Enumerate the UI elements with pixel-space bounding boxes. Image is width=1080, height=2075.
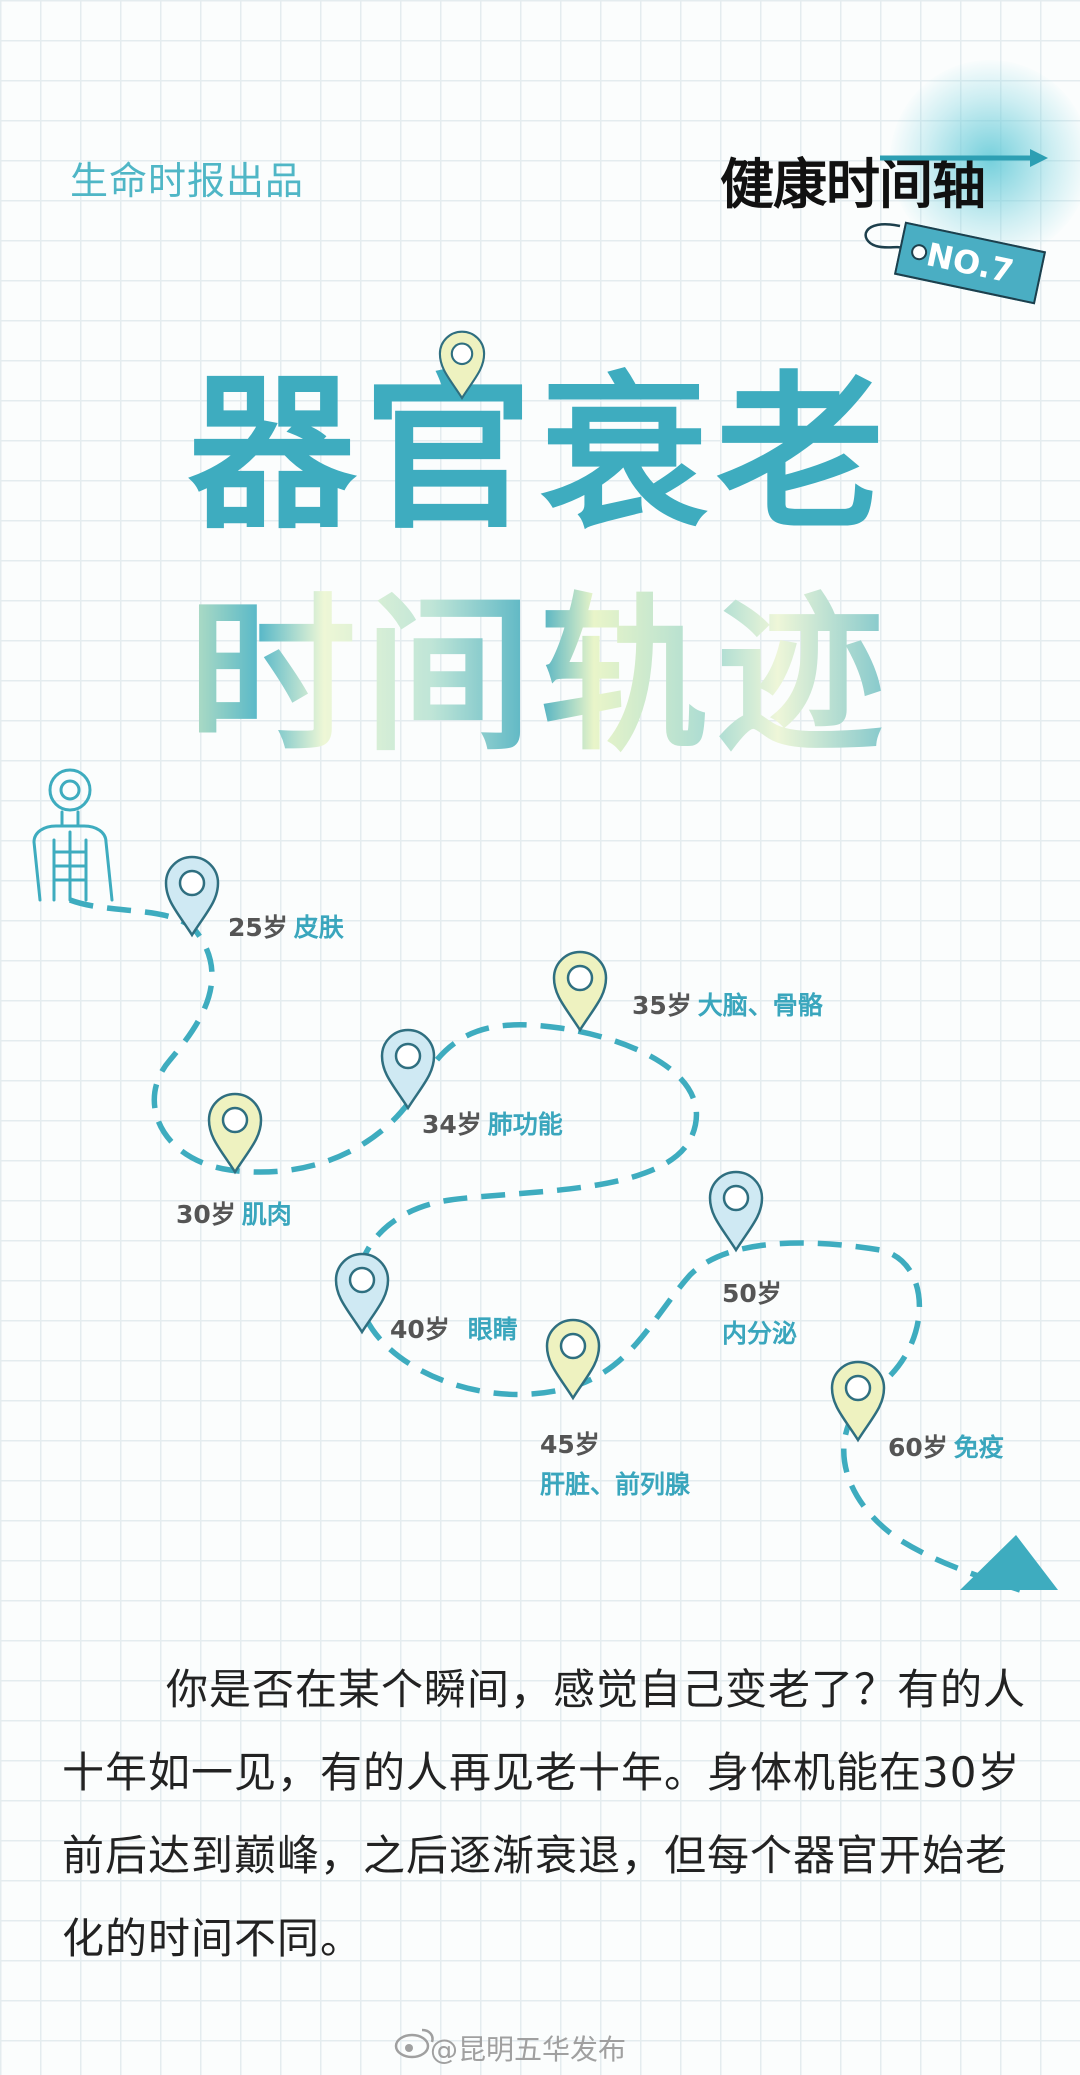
timeline-label-34: 34岁肺功能 [422,1105,563,1141]
main-title: 器官衰老 [188,356,892,552]
age-text: 40岁 [390,1315,450,1344]
human-body-icon [32,768,114,902]
age-text: 34岁 [422,1110,482,1139]
age-text: 35岁 [632,991,692,1020]
timeline-label-60: 60岁免疫 [888,1428,1004,1464]
arrow-head-icon [960,1535,1058,1590]
organ-text: 肝脏、前列腺 [540,1470,691,1499]
timeline-label-45: 45岁肝脏、前列腺 [540,1425,690,1501]
timeline-path [69,897,1021,1593]
age-text: 25岁 [228,913,288,942]
age-text: 30岁 [176,1200,236,1229]
organ-text: 皮肤 [293,913,344,942]
timeline-label-25: 25岁皮肤 [228,908,344,944]
intro-paragraph: 你是否在某个瞬间，感觉自己变老了？有的人十年如一见，有的人再见老十年。身体机能在… [62,1665,1027,1963]
sub-title: 时间轨迹 [0,588,1080,765]
age-text: 50岁 [722,1279,782,1308]
timeline-label-50: 50岁内分泌 [722,1274,797,1350]
timeline-label-35: 35岁大脑、骨骼 [632,986,823,1022]
organ-text: 免疫 [953,1433,1004,1462]
watermark-text: @昆明五华发布 [430,2033,627,2066]
organ-text: 肌肉 [241,1200,292,1229]
age-text: 60岁 [888,1433,948,1462]
organ-text: 眼睛 [467,1315,518,1344]
timeline-label-40: 40岁眼睛 [390,1310,518,1346]
series-title: 健康时间轴 [720,153,986,216]
timeline-label-30: 30岁肌肉 [176,1195,292,1231]
publisher-label: 生命时报出品 [70,159,305,203]
age-text: 45岁 [540,1430,600,1459]
organ-text: 肺功能 [487,1110,563,1139]
organ-text: 大脑、骨骼 [697,991,823,1020]
organ-text: 内分泌 [722,1319,798,1348]
